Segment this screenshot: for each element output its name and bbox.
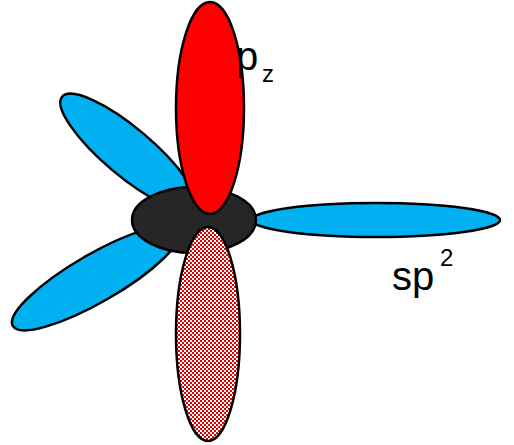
orbital-label: sp bbox=[392, 256, 434, 296]
orbital-subscript: z bbox=[262, 62, 274, 86]
orbital-superscript: 2 bbox=[440, 246, 453, 270]
pz-lobe-lower bbox=[176, 227, 240, 441]
orbital-label: p bbox=[236, 36, 258, 76]
sp2-lobe bbox=[252, 203, 500, 237]
pz-lobe-upper bbox=[176, 2, 244, 214]
